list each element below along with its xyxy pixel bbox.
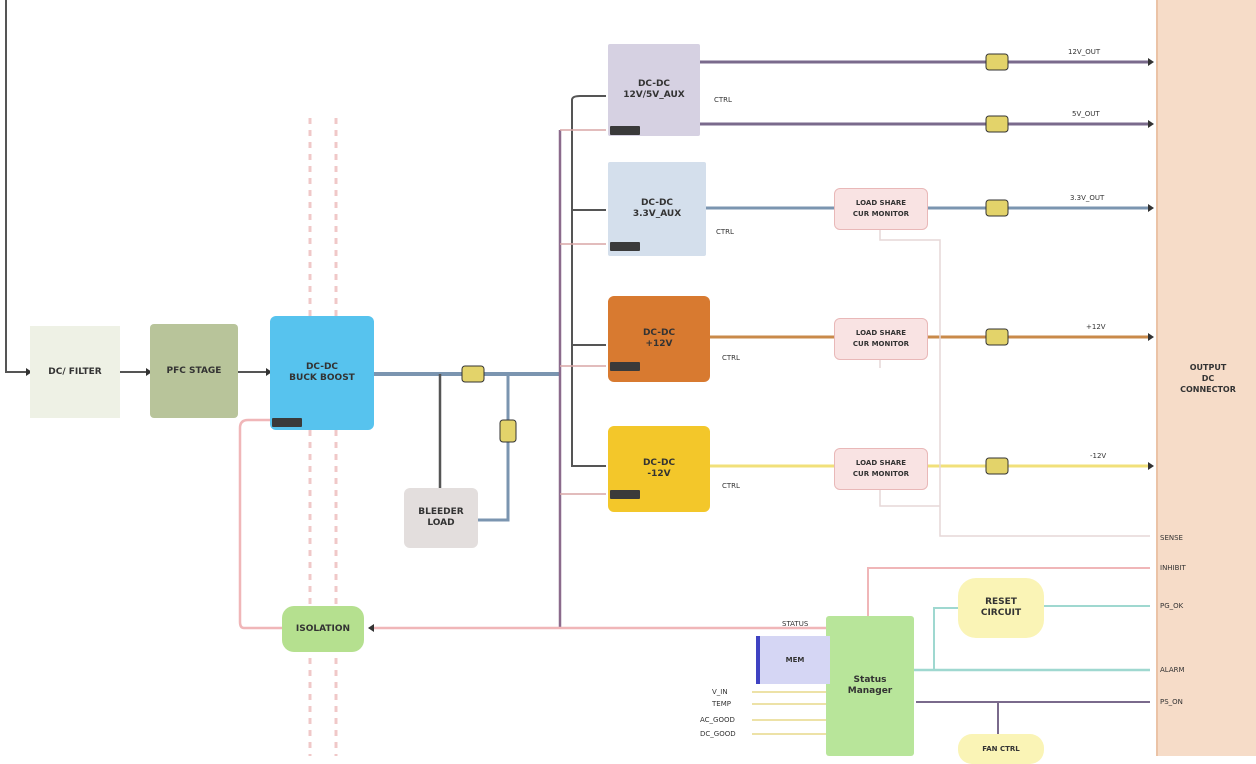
label-left-3: AC_GOOD	[700, 716, 735, 724]
bleeder-load-block: BLEEDER LOAD	[404, 488, 478, 548]
isolation-block: ISOLATION	[282, 606, 364, 652]
output-connector: OUTPUT DC CONNECTOR	[1156, 0, 1256, 756]
label-conn-1: SENSE	[1160, 534, 1183, 542]
input-wire	[5, 0, 28, 373]
main-dcdc-block: DC-DC BUCK BOOST	[270, 316, 374, 430]
label-out-4: +12V	[1086, 323, 1106, 331]
label-out-3: 3.3V_OUT	[1070, 194, 1105, 202]
current-monitor-3: LOAD SHARE CUR MONITOR	[834, 448, 928, 490]
label-out-5: -12V	[1090, 452, 1107, 460]
label-out-2: 5V_OUT	[1072, 110, 1100, 118]
label-conn-5: PS_ON	[1160, 698, 1183, 706]
current-monitor-1: LOAD SHARE CUR MONITOR	[834, 188, 928, 230]
status-manager-block: Status Manager	[826, 616, 914, 756]
rail-1-block: DC-DC 12V/5V_AUX	[608, 44, 700, 136]
label-en-1: CTRL	[714, 96, 732, 104]
label-en-4: CTRL	[722, 482, 740, 490]
label-conn-2: INHIBIT	[1160, 564, 1186, 572]
memory-block: MEM	[756, 636, 830, 684]
input-filter-block: DC/ FILTER	[30, 326, 120, 418]
label-conn-3: PG_OK	[1160, 602, 1184, 610]
label-out-1: 12V_OUT	[1068, 48, 1101, 56]
rail-3-tag	[610, 362, 640, 371]
rail-2-tag	[610, 242, 640, 251]
rail-4-block: DC-DC -12V	[608, 426, 710, 512]
label-conn-4: ALARM	[1160, 666, 1185, 674]
rail-2-block: DC-DC 3.3V_AUX	[608, 162, 706, 256]
main-dcdc-tag	[272, 418, 302, 427]
label-left-2: TEMP	[712, 700, 731, 708]
label-left-4: DC_GOOD	[700, 730, 736, 738]
current-monitor-2: LOAD SHARE CUR MONITOR	[834, 318, 928, 360]
rail-4-tag	[610, 490, 640, 499]
label-en-3: CTRL	[722, 354, 740, 362]
label-en-2: CTRL	[716, 228, 734, 236]
label-status: STATUS	[782, 620, 809, 628]
pfc-stage-block: PFC STAGE	[150, 324, 238, 418]
reset-circuit-block: RESET CIRCUIT	[958, 578, 1044, 638]
label-left-1: V_IN	[712, 688, 728, 696]
bottom-block: FAN CTRL	[958, 734, 1044, 764]
rail-1-tag	[610, 126, 640, 135]
